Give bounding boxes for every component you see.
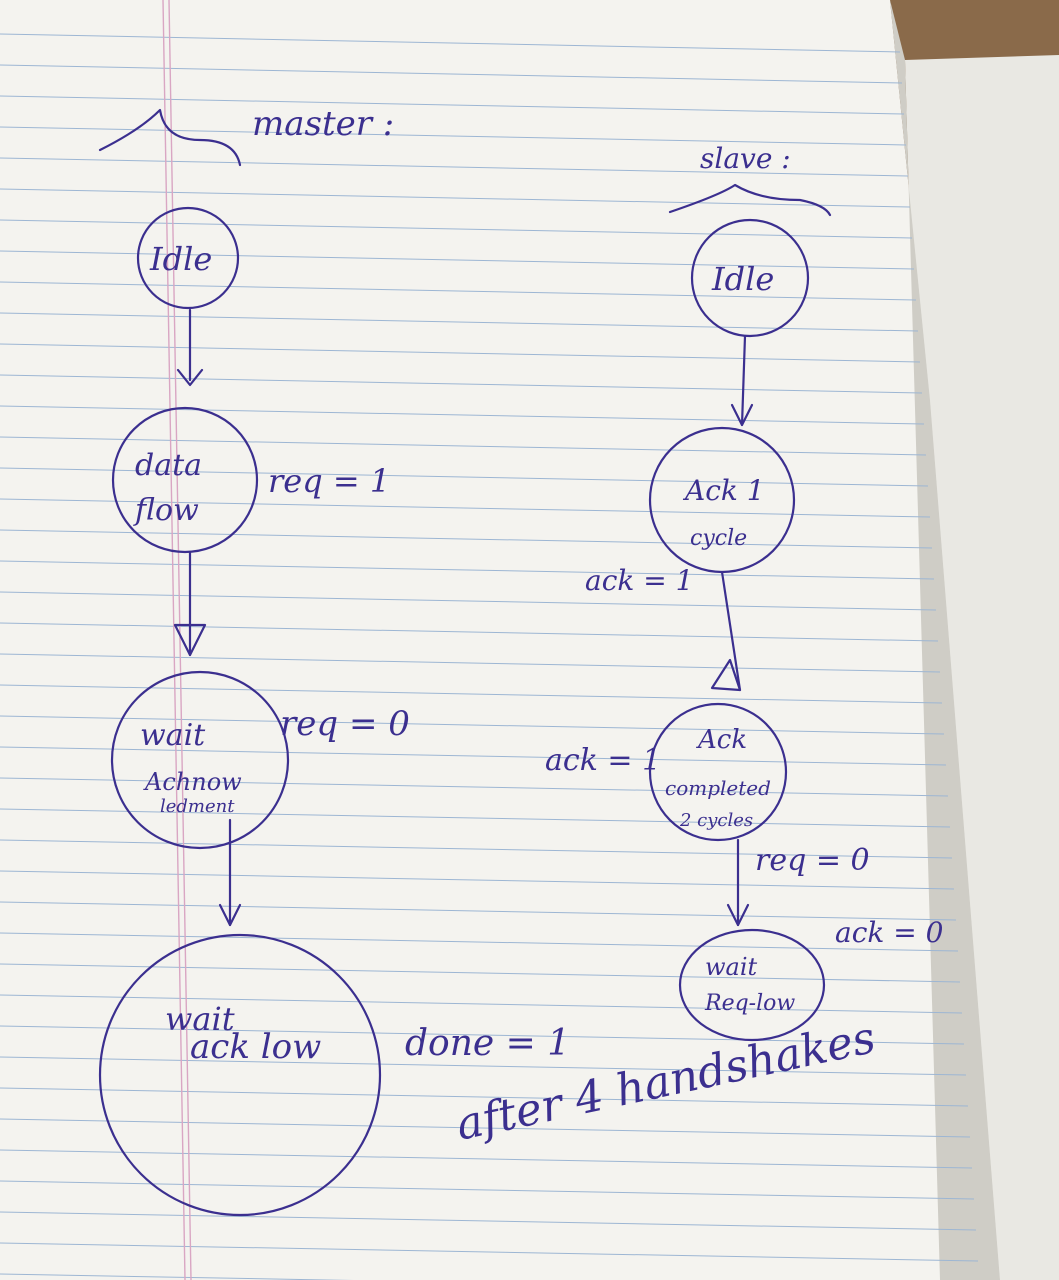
ruled-line <box>0 188 911 208</box>
ruled-line <box>0 64 903 84</box>
master-waitacklow-state <box>98 933 382 1217</box>
ruled-line <box>0 33 901 53</box>
ruled-line <box>0 467 929 487</box>
ruled-line <box>0 932 959 952</box>
ruled-line <box>0 684 943 704</box>
slave-ackcycle-label-1: Ack 1 <box>682 474 765 507</box>
ruled-line <box>0 1056 967 1076</box>
master-dataflow-label-2: flow <box>133 493 199 528</box>
ruled-line <box>0 560 935 580</box>
ruled-line <box>0 808 951 828</box>
ruled-line <box>0 405 925 425</box>
master-heading-brace <box>98 108 242 167</box>
ruled-line <box>0 901 957 921</box>
ruled-line <box>0 126 907 146</box>
slave-ackcycle-label-2: cycle <box>690 526 747 551</box>
ruled-line <box>0 1180 975 1200</box>
margin-line-2 <box>168 0 192 1280</box>
slave-req-0-label: req = 0 <box>755 843 870 878</box>
slave-ackcompleted-label-2: completed <box>665 776 771 800</box>
arrowhead-3 <box>218 903 242 927</box>
slave-heading-brace <box>668 183 832 217</box>
arrow-slaveidle-to-ack <box>740 334 747 427</box>
arrow-ackcycle-to-ackcompleted <box>720 570 742 692</box>
ruled-line <box>0 157 909 177</box>
ruled-line <box>0 746 947 766</box>
master-idle-label: Idle <box>149 240 212 278</box>
master-idle-state <box>136 206 240 310</box>
arrowhead-1 <box>176 368 204 387</box>
page-shadow <box>890 0 1000 1280</box>
master-waitack-state <box>110 670 290 850</box>
master-waitack-label-1: wait <box>140 718 206 753</box>
notebook-page <box>0 0 1000 1280</box>
master-dataflow-label-1: data <box>135 448 202 483</box>
slave-heading: slave : <box>700 142 791 175</box>
ruled-line <box>0 1087 969 1107</box>
arrowhead-5 <box>710 658 742 692</box>
arrowhead-6 <box>726 903 750 927</box>
ruled-line <box>0 529 933 549</box>
ruled-line <box>0 839 953 859</box>
ruled-line <box>0 870 955 890</box>
ruled-line <box>0 95 905 115</box>
ruled-line <box>0 1273 354 1280</box>
ruled-line <box>0 374 923 394</box>
slave-idle-label: Idle <box>711 260 774 298</box>
slave-idle-state <box>690 218 810 338</box>
ruled-line <box>0 281 917 301</box>
ruled-line <box>0 1118 971 1138</box>
master-waitacklow-label-2: ack low <box>190 1027 321 1067</box>
master-done-label: done = 1 <box>405 1023 570 1064</box>
slave-ack-1b-label: ack = 1 <box>545 743 661 778</box>
slave-ackcompleted-label-1: Ack <box>696 725 747 755</box>
ruled-line <box>0 622 939 642</box>
ruled-line <box>0 715 945 735</box>
slave-waitreqlow-state <box>678 928 826 1042</box>
slave-ackcompleted-label-3: 2 cycles <box>679 810 753 831</box>
ruled-line <box>0 963 961 983</box>
arrowhead-2 <box>173 623 207 657</box>
ruled-line <box>0 343 921 363</box>
master-dataflow-state <box>111 406 259 554</box>
master-waitacklow-label-1: wait <box>165 1000 235 1038</box>
ruled-line <box>0 436 927 456</box>
ruled-line <box>0 1242 979 1262</box>
slave-waitreqlow-label-1: wait <box>705 953 758 981</box>
slave-waitreqlow-label-2: Req-low <box>704 991 795 1016</box>
slave-ack-1a-label: ack = 1 <box>585 564 693 597</box>
ruled-line <box>0 1025 965 1045</box>
slave-ackcompleted-state <box>648 702 788 842</box>
master-waitack-label-3: ledment <box>160 796 235 817</box>
ruled-line <box>0 250 915 270</box>
master-req-high-label: req = 1 <box>268 462 390 500</box>
ruled-line <box>0 312 919 332</box>
ruled-line <box>0 777 949 797</box>
ruled-line <box>0 1149 973 1169</box>
ruled-line <box>0 591 937 611</box>
ruled-line <box>0 653 941 673</box>
slave-ack-0-label: ack = 0 <box>835 916 943 949</box>
arrowhead-4 <box>730 403 754 427</box>
master-heading: master : <box>252 104 394 144</box>
master-waitack-label-2: Achnow <box>143 768 242 796</box>
ruled-line <box>0 994 963 1014</box>
ruled-line <box>0 1211 977 1231</box>
ruled-line <box>0 498 931 518</box>
master-req-low-label: req = 0 <box>280 704 410 744</box>
